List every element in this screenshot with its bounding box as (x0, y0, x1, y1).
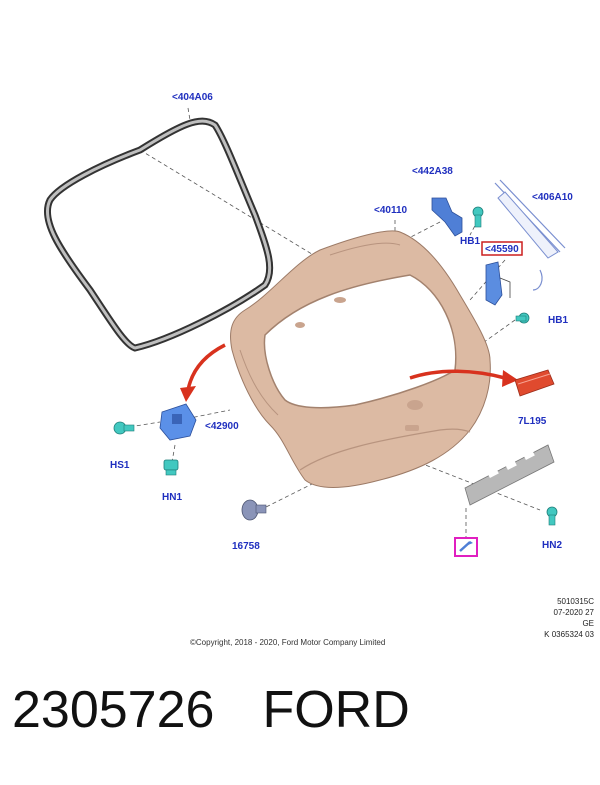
copyright-notice: ©Copyright, 2018 - 2020, Ford Motor Comp… (190, 638, 386, 647)
callout-latch[interactable]: <42900 (205, 421, 239, 432)
hs1-screw (113, 421, 135, 435)
bumper-stop (241, 499, 267, 521)
callout-hn2[interactable]: HN2 (542, 540, 562, 551)
pen-marker-icon (454, 537, 478, 557)
stop-lamp (514, 369, 555, 397)
callout-weatherstrip[interactable]: <404A06 (172, 92, 213, 103)
callout-hb1-lower[interactable]: HB1 (548, 315, 568, 326)
hinge-assembly (431, 197, 463, 237)
callout-liftgate[interactable]: <40110 (374, 205, 408, 216)
callout-wiper[interactable]: <406A10 (532, 192, 573, 203)
brand-name: FORD (262, 681, 410, 739)
reference-line: K 0365324 03 (544, 630, 594, 639)
reference-line: 5010315C (557, 597, 594, 606)
part-number: 2305726 (12, 681, 215, 739)
callout-stop-lamp[interactable]: 7L195 (518, 416, 547, 427)
footer-caption: 2305726 FORD (12, 680, 410, 740)
callout-strut-bracket[interactable]: <45590 (485, 244, 519, 255)
strut-bracket (485, 261, 511, 306)
wiper-arm (494, 179, 566, 291)
parts-diagram: <404A06 <442A38 <406A10 <40110 <45590 HB… (43, 92, 573, 557)
latch-assembly (159, 403, 197, 441)
callout-bumper[interactable]: 16758 (232, 541, 260, 552)
callout-highlight-box (481, 241, 523, 256)
weatherstrip-seal (43, 117, 274, 352)
callout-hn1[interactable]: HN1 (162, 492, 182, 503)
hb1-bolt-lower (515, 312, 530, 324)
reference-line: GE (582, 619, 594, 628)
direction-arrows (180, 343, 518, 402)
cover-plate (464, 444, 555, 506)
callout-hs1[interactable]: HS1 (110, 460, 130, 471)
callout-hb1-upper[interactable]: HB1 (460, 236, 480, 247)
hb1-bolt-upper (472, 206, 484, 228)
hn2-screw (546, 506, 558, 526)
hn1-nut (163, 459, 179, 476)
liftgate-panel (230, 230, 491, 489)
reference-block: 5010315C 07-2020 27 GE K 0365324 03 (520, 596, 594, 640)
callout-hinge-assembly[interactable]: <442A38 (412, 166, 453, 177)
reference-line: 07-2020 27 (553, 608, 594, 617)
